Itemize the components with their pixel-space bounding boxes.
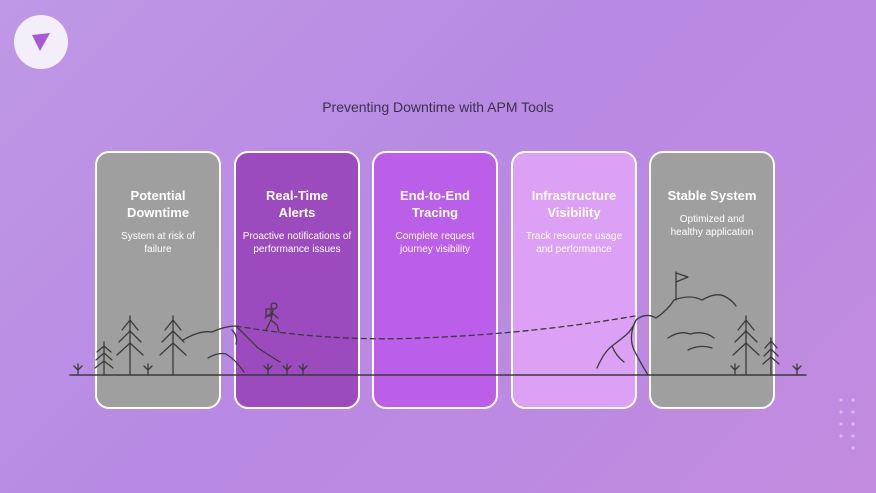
journey-path [235, 315, 636, 340]
stage-title: Potential Downtime [126, 188, 190, 220]
stage-description: Proactive notifications of performance i… [242, 231, 352, 255]
stage-title: End-to-End Tracing [399, 188, 471, 220]
stage-card-end-to-end-tracing: End-to-End Tracing Complete request jour… [372, 151, 498, 409]
diagram-title: Preventing Downtime with APM Tools [322, 99, 554, 115]
pine-tree-icon [732, 315, 760, 376]
stage-title: Real-Time Alerts [266, 188, 328, 220]
pine-tree-icon [94, 341, 114, 376]
decorative-dot-grid [839, 398, 855, 450]
stage-title: Infrastructure Visibility [531, 188, 617, 220]
stage-description: System at risk of failure [121, 231, 195, 255]
pine-tree-icon [159, 315, 187, 376]
stage-description: Track resource usage and performance [525, 231, 623, 255]
stage-card-infrastructure-visibility: Infrastructure Visibility Track resource… [511, 151, 637, 409]
grass-tufts [73, 363, 802, 376]
hiker-icon [264, 302, 280, 333]
left-mountain [182, 325, 281, 373]
stage-card-real-time-alerts: Real-Time Alerts Proactive notifications… [234, 151, 360, 409]
app-logo[interactable] [14, 15, 68, 69]
stage-card-stable-system: Stable System Optimized and healthy appl… [649, 151, 775, 409]
flag-icon [675, 271, 689, 301]
stage-description: Complete request journey visibility [395, 231, 475, 255]
right-mountain [596, 294, 737, 376]
stage-description: Optimized and healthy application [670, 214, 754, 238]
stage-card-potential-downtime: Potential Downtime System at risk of fai… [95, 151, 221, 409]
stage-title: Stable System [667, 188, 757, 203]
pine-tree-icon [762, 337, 780, 376]
play-triangle-icon [32, 33, 50, 51]
pine-tree-icon [116, 315, 144, 376]
